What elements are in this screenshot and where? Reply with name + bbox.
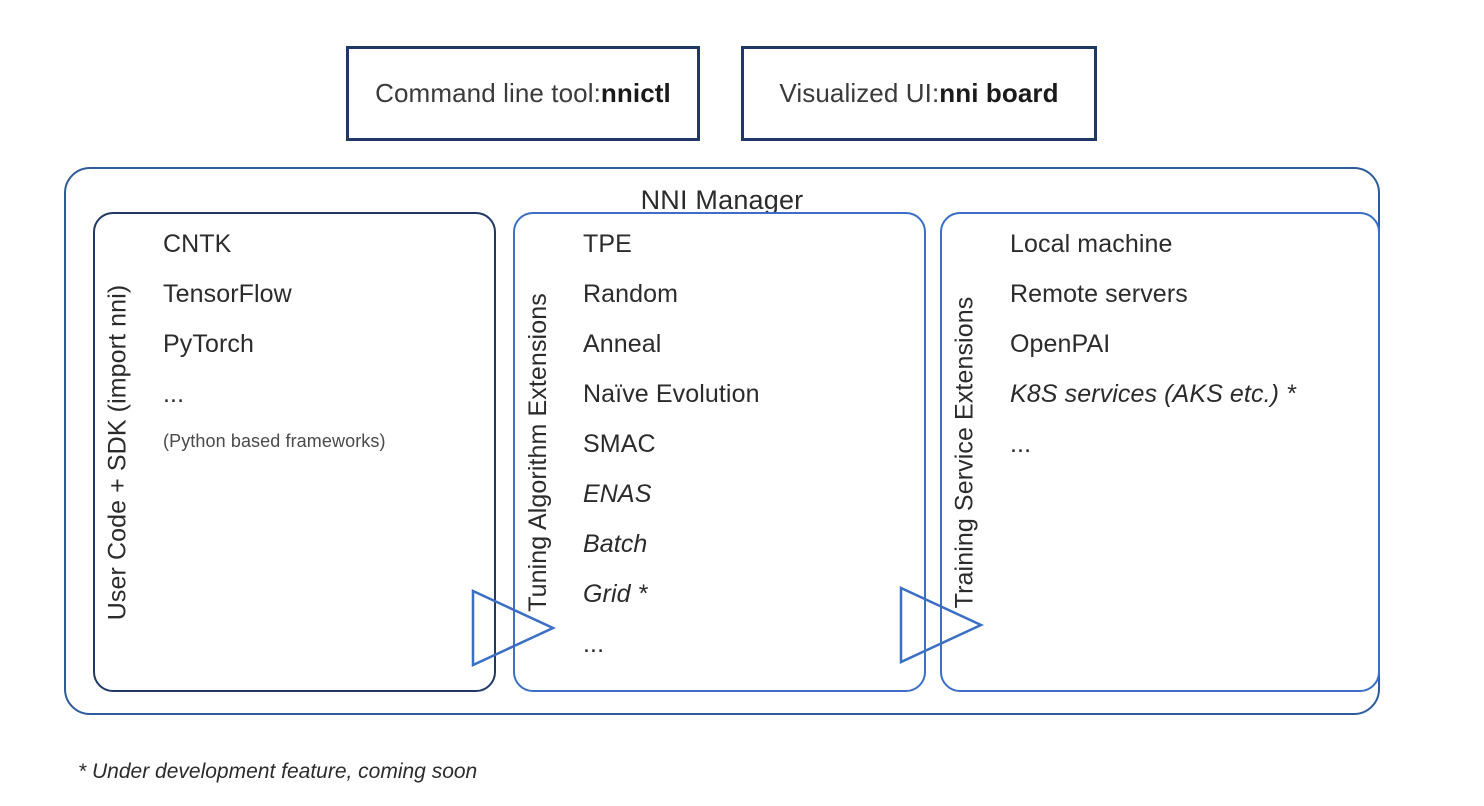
list-item: Grid *	[583, 580, 648, 608]
list-item: Local machine	[1010, 230, 1173, 258]
list-item: SMAC	[583, 430, 656, 458]
list-item: TPE	[583, 230, 632, 258]
visualized-ui-name: nni board	[939, 78, 1059, 108]
visualized-ui-box: Visualized UI: nni board	[741, 46, 1097, 141]
visualized-ui-prefix: Visualized UI:	[779, 78, 940, 108]
command-line-tool-prefix: Command line tool:	[375, 78, 601, 108]
column-training-service: Training Service Extensions Local machin…	[940, 212, 1380, 692]
column-tuning-algorithm: Tuning Algorithm Extensions TPE Random A…	[513, 212, 926, 692]
column-user-code: User Code + SDK (import nni) CNTK Tensor…	[93, 212, 496, 692]
footnote-text: * Under development feature, coming soon	[78, 760, 478, 783]
list-item-ellipsis: ...	[163, 380, 185, 408]
list-item-note: (Python based frameworks)	[163, 431, 386, 451]
list-item: Batch	[583, 530, 648, 558]
list-item: Remote servers	[1010, 280, 1188, 308]
list-item: PyTorch	[163, 330, 255, 358]
column-training-service-side-label: Training Service Extensions	[942, 214, 988, 690]
list-item: Naïve Evolution	[583, 380, 760, 408]
column-tuning-algorithm-side-label: Tuning Algorithm Extensions	[515, 214, 561, 690]
column-training-service-items: Local machine Remote servers OpenPAI K8S…	[988, 214, 1378, 690]
command-line-tool-box: Command line tool: nnictl	[346, 46, 700, 141]
list-item: Anneal	[583, 330, 662, 358]
column-tuning-algorithm-side-label-text: Tuning Algorithm Extensions	[523, 292, 552, 612]
list-item: Random	[583, 280, 679, 308]
nni-manager-title: NNI Manager	[640, 185, 804, 215]
column-user-code-side-label-text: User Code + SDK (import nni)	[103, 284, 132, 620]
list-item: TensorFlow	[163, 280, 292, 308]
list-item: CNTK	[163, 230, 232, 258]
column-tuning-algorithm-items: TPE Random Anneal Naïve Evolution SMAC E…	[561, 214, 924, 690]
column-user-code-side-label: User Code + SDK (import nni)	[95, 214, 141, 690]
column-training-service-side-label-text: Training Service Extensions	[950, 296, 979, 608]
list-item-ellipsis: ...	[583, 630, 605, 658]
command-line-tool-name: nnictl	[600, 78, 671, 108]
list-item: OpenPAI	[1010, 330, 1111, 358]
list-item-ellipsis: ...	[1010, 430, 1032, 458]
list-item: ENAS	[583, 480, 652, 508]
column-user-code-items: CNTK TensorFlow PyTorch ... (Python base…	[141, 214, 494, 690]
list-item: K8S services (AKS etc.) *	[1010, 380, 1296, 408]
